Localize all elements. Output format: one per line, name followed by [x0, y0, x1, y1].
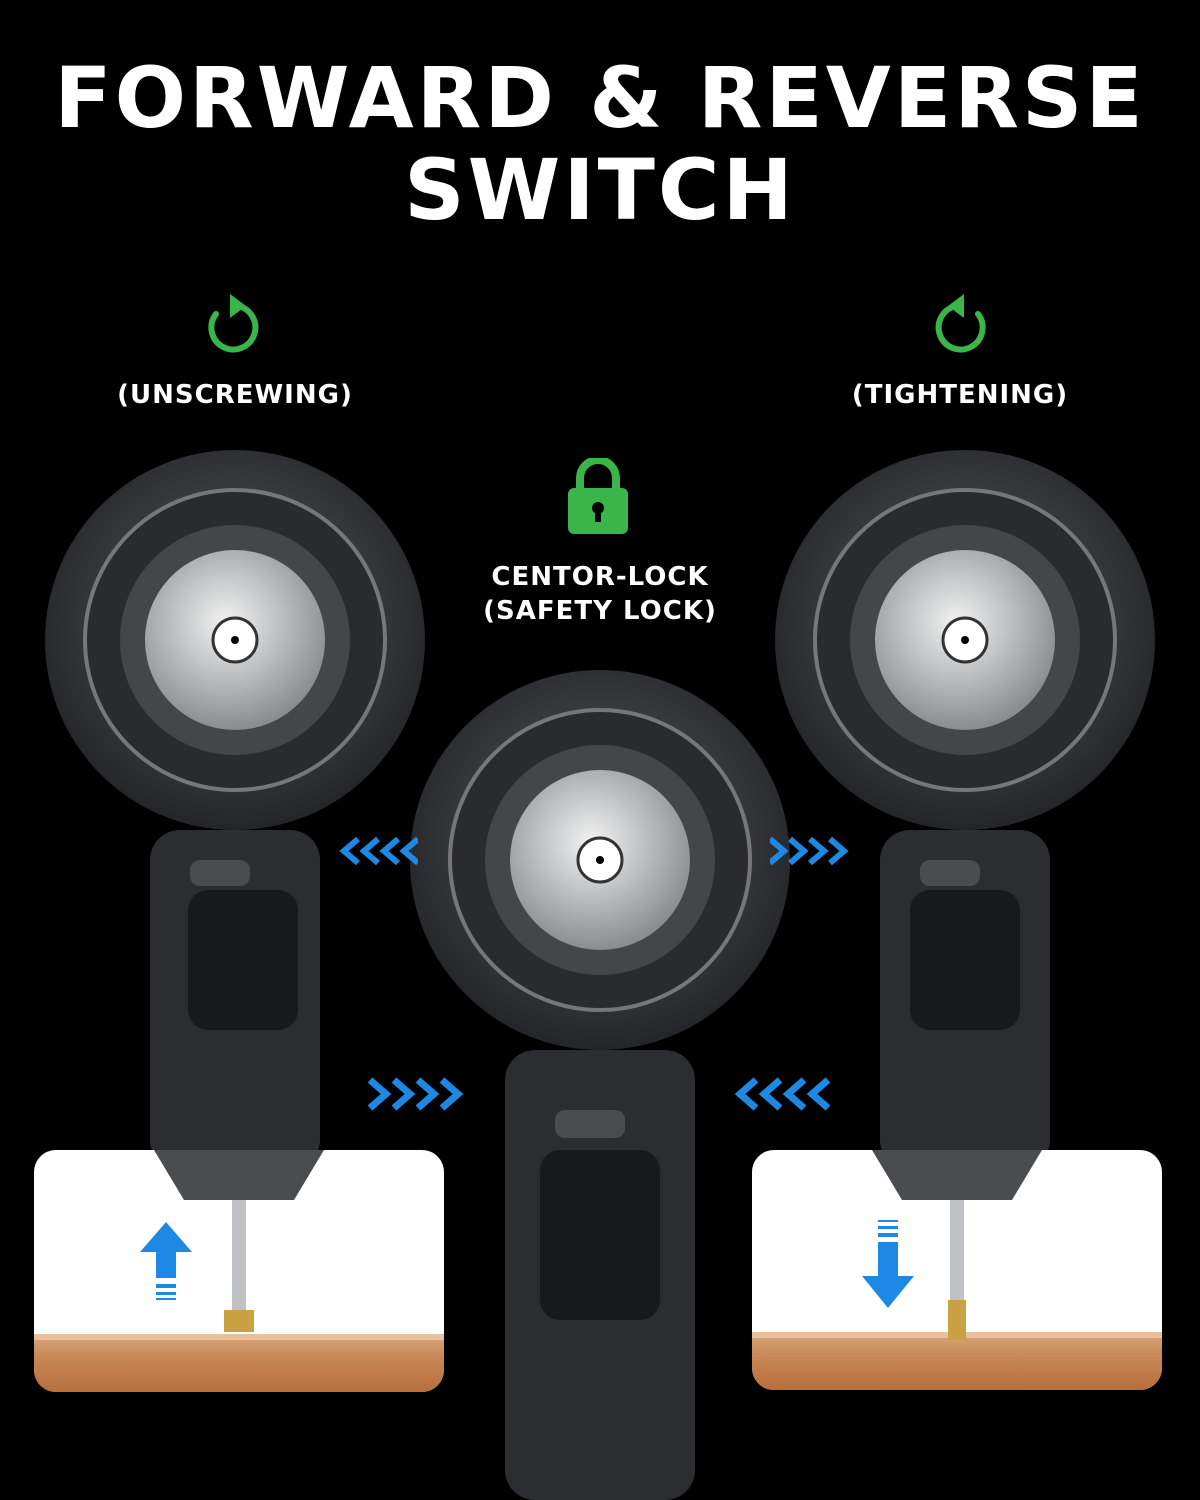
- arrow-up-icon: [140, 1222, 192, 1300]
- drill-right-illustration: [775, 450, 1155, 1170]
- wood-surface: [752, 1332, 1162, 1390]
- padlock-icon: [568, 458, 628, 534]
- center-lock-line-1: CENTOR-LOCK: [491, 562, 709, 592]
- chevrons-right-upper: [770, 836, 849, 866]
- screwdriver-bit: [872, 1150, 1042, 1340]
- chevrons-right-lower: [367, 1077, 464, 1111]
- rotate-clockwise-icon: [935, 294, 986, 353]
- drill-center-illustration: [410, 670, 790, 1500]
- chevrons-left-lower: [734, 1077, 831, 1111]
- arrow-down-icon: [862, 1220, 914, 1308]
- tightening-label: (TIGHTENING): [851, 380, 1069, 410]
- center-lock-line-2: (SAFETY LOCK): [483, 596, 717, 626]
- wood-surface: [34, 1334, 444, 1392]
- chevrons-left-upper: [339, 836, 418, 866]
- title-line-2: SWITCH: [404, 141, 796, 239]
- page-title: FORWARD & REVERSE SWITCH: [0, 52, 1200, 236]
- rotate-counterclockwise-icon: [208, 294, 259, 353]
- title-line-1: FORWARD & REVERSE: [54, 49, 1146, 147]
- center-lock-label: CENTOR-LOCK (SAFETY LOCK): [440, 560, 760, 628]
- unscrewing-demo-panel: [34, 1150, 444, 1392]
- unscrewing-label: (UNSCREWING): [117, 380, 353, 410]
- tightening-demo-panel: [752, 1150, 1162, 1390]
- drill-left-illustration: [45, 450, 425, 1170]
- screwdriver-bit: [154, 1150, 324, 1332]
